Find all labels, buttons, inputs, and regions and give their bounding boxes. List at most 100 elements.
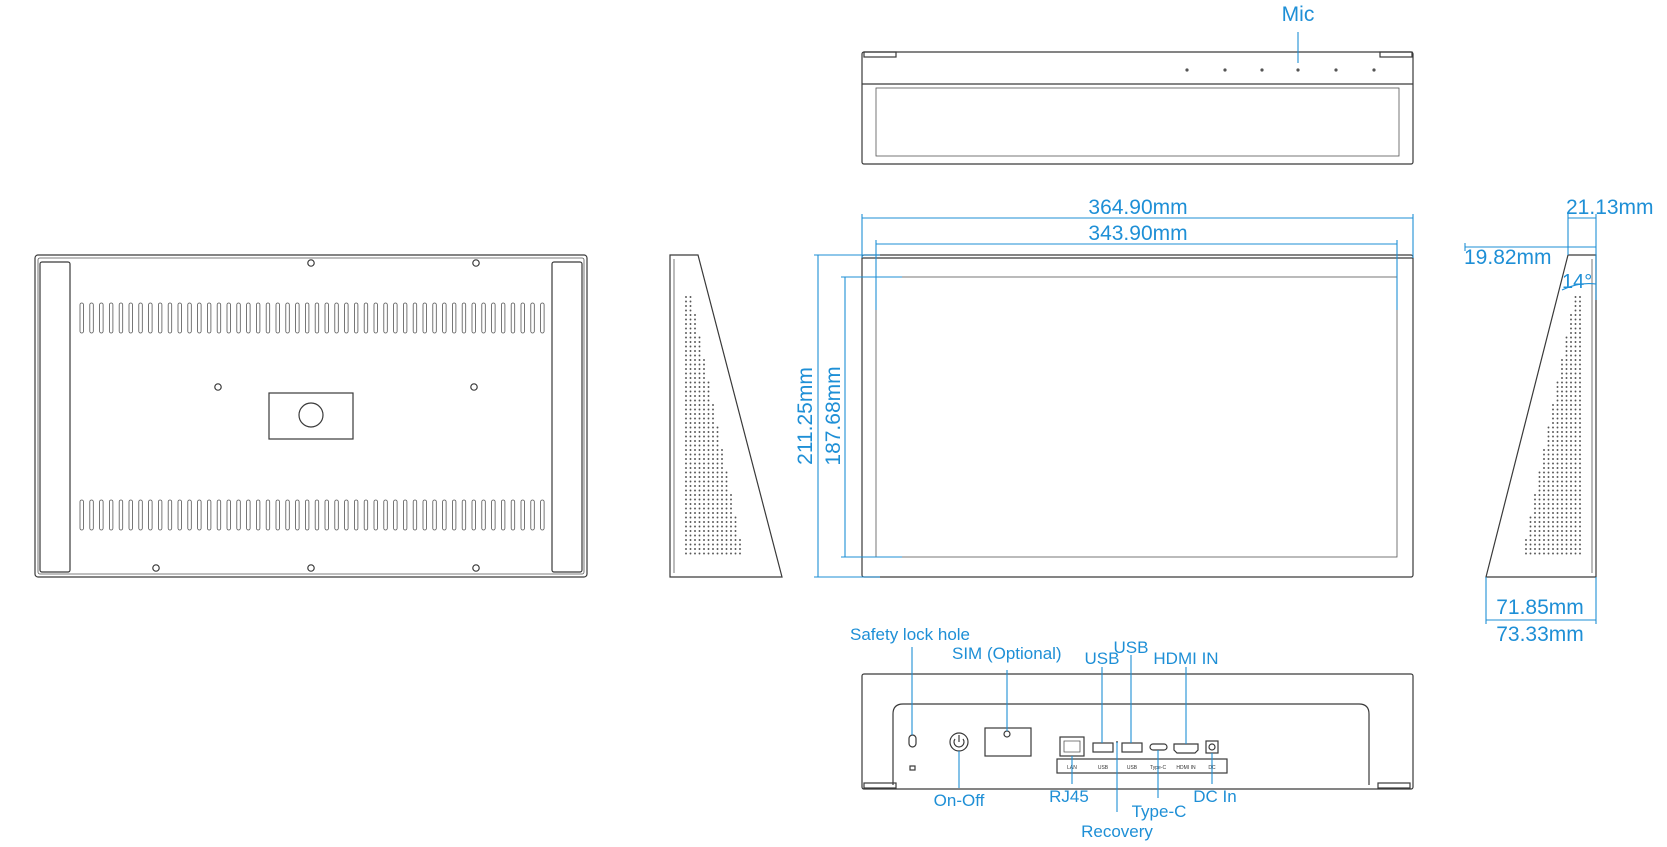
grille-dot xyxy=(703,521,705,523)
grille-dot xyxy=(1538,548,1541,550)
grille-dot xyxy=(1552,462,1554,465)
grille-dot xyxy=(698,480,701,483)
grille-dot xyxy=(1579,458,1581,460)
grille-dot xyxy=(1570,534,1572,537)
vent-slot xyxy=(471,499,476,531)
grille-dot xyxy=(1574,354,1577,357)
grille-dot xyxy=(703,422,705,424)
grille-dot xyxy=(1552,525,1554,528)
grille-dot xyxy=(1579,453,1581,456)
grille-dot xyxy=(739,539,741,541)
grille-dot xyxy=(685,498,687,501)
grille-dot xyxy=(1579,548,1581,550)
grille-dot xyxy=(734,521,737,523)
grille-dot xyxy=(1574,314,1577,316)
grille-dot xyxy=(1579,341,1581,343)
grille-dot xyxy=(698,372,701,375)
grille-dot xyxy=(1574,476,1577,478)
grille-dot xyxy=(1570,350,1572,352)
grille-dot xyxy=(1574,471,1577,474)
vent-slot xyxy=(99,499,104,531)
grille-dot xyxy=(694,521,696,523)
grille-dot xyxy=(1574,404,1577,406)
grille-dot xyxy=(689,548,692,550)
hdmi-label: HDMI IN xyxy=(1153,649,1218,668)
mic-holes xyxy=(1185,68,1376,72)
grille-dot xyxy=(1565,404,1568,406)
grille-dot xyxy=(1565,444,1568,447)
vent-slot xyxy=(79,499,84,531)
grille-dot xyxy=(1579,530,1581,532)
grille-dot xyxy=(1579,494,1581,496)
grille-dot xyxy=(1565,399,1568,402)
grille-dot xyxy=(1529,548,1532,550)
vent-slot xyxy=(275,499,280,531)
grille-dot xyxy=(721,507,723,510)
grille-dot xyxy=(685,440,687,442)
grille-dot xyxy=(703,548,705,550)
grille-dot xyxy=(689,395,692,397)
grille-dot xyxy=(1570,444,1572,447)
grille-dot xyxy=(1574,300,1577,303)
grille-dot xyxy=(698,534,701,537)
grille-dot xyxy=(1565,377,1568,379)
grille-dot xyxy=(716,548,719,550)
grille-dot xyxy=(685,404,687,406)
grille-dot xyxy=(1565,386,1568,388)
grille-dot xyxy=(703,377,705,379)
grille-dot xyxy=(1561,426,1563,429)
grille-dot xyxy=(1570,467,1572,469)
grille-dot xyxy=(1552,435,1554,438)
grille-dot xyxy=(689,413,692,415)
grille-dot xyxy=(1547,552,1550,555)
vent-slot xyxy=(314,302,320,334)
grille-dot xyxy=(1579,521,1581,523)
grille-dot xyxy=(1525,548,1527,550)
grille-dot xyxy=(1552,480,1554,483)
grille-dot xyxy=(1543,507,1545,510)
grille-dot xyxy=(707,548,710,550)
vent-slot xyxy=(167,499,173,531)
vent-slot xyxy=(89,499,94,531)
grille-dot xyxy=(1570,453,1572,456)
grille-dot xyxy=(685,512,687,514)
grille-dot xyxy=(1574,530,1577,532)
grille-dot xyxy=(703,458,705,460)
grille-dot xyxy=(716,507,719,510)
grille-dot xyxy=(712,494,714,496)
grille-dot xyxy=(685,494,687,496)
grille-dot xyxy=(1543,521,1545,523)
grille-dot xyxy=(730,521,732,523)
vent-slot xyxy=(255,499,261,531)
grille-dot xyxy=(685,323,687,325)
grille-dot xyxy=(1543,552,1545,555)
grille-dot xyxy=(1570,485,1572,487)
grille-dot xyxy=(707,458,710,460)
grille-dot xyxy=(1534,534,1536,537)
vent-slot xyxy=(265,499,271,531)
grille-dot xyxy=(1579,381,1581,384)
grille-dot xyxy=(1579,426,1581,429)
grille-dot xyxy=(698,516,701,519)
height-outer-label: 211.25mm xyxy=(794,367,817,465)
grille-dot xyxy=(1565,516,1568,519)
grille-dot xyxy=(1565,417,1568,420)
grille-dot xyxy=(689,300,692,303)
grille-dot xyxy=(1565,489,1568,492)
grille-dot xyxy=(694,332,696,334)
grille-dot xyxy=(1579,507,1581,510)
grille-dot xyxy=(730,530,732,532)
grille-dot xyxy=(1552,431,1554,433)
grille-dot xyxy=(1574,512,1577,514)
grille-dot xyxy=(1552,552,1554,555)
grille-dot xyxy=(685,458,687,460)
left-grip xyxy=(39,261,71,573)
grille-dot xyxy=(694,552,696,555)
grille-dot xyxy=(1538,471,1541,474)
grille-dot xyxy=(694,539,696,541)
grille-dot xyxy=(694,404,696,406)
grille-dot xyxy=(716,444,719,447)
grille-dot xyxy=(1570,354,1572,357)
grille-dot xyxy=(694,444,696,447)
grille-dot xyxy=(1552,530,1554,532)
